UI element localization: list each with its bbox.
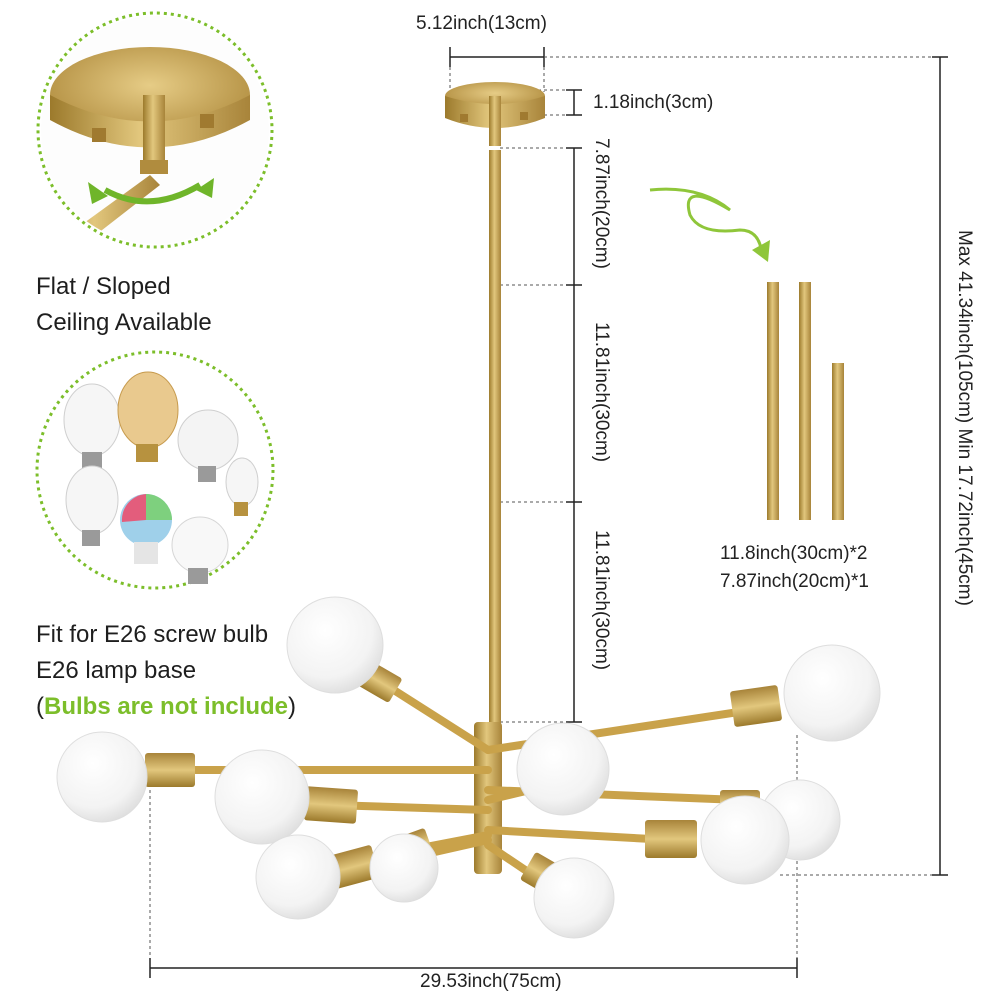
canopy-width-label: 5.12inch(13cm) [416, 13, 547, 34]
rod-3-label: 11.81inch(30cm) [591, 530, 612, 671]
canopy-detail-inset [36, 11, 274, 249]
extension-rods [649, 187, 844, 520]
bulb-note-close: ) [288, 693, 297, 720]
bulb-note-open: ( [36, 693, 44, 720]
rods-included-line2: 7.87inch(20cm)*1 [720, 571, 869, 592]
bulb-note: (Bulbs are not include) [36, 689, 296, 725]
ceiling-line-1: Flat / Sloped [36, 273, 171, 300]
rods-included-line1: 11.8inch(30cm)*2 [720, 543, 868, 564]
bulb-line-1: Fit for E26 screw bulb [36, 621, 269, 648]
rod-1-label: 7.87inch(20cm) [591, 138, 612, 269]
bulb-feature: Fit for E26 screw bulb E26 lamp base (Bu… [36, 617, 296, 725]
bulbs-not-included-text: Bulbs are not include [44, 693, 289, 720]
rod-2-label: 11.81inch(30cm) [591, 322, 612, 463]
canopy-height-label: 1.18inch(3cm) [593, 92, 714, 113]
ceiling-feature: Flat / Sloped Ceiling Available [36, 269, 212, 341]
bulbs-inset [35, 350, 275, 590]
total-height-label: Max 41.34inch(105cm) Min 17.72inch(45cm) [954, 230, 975, 606]
chandelier [56, 82, 881, 939]
bulb-line-2: E26 lamp base [36, 657, 197, 684]
guide-lines [149, 56, 932, 958]
ceiling-line-2: Ceiling Available [36, 309, 212, 336]
dimension-lines [149, 47, 948, 978]
total-width-label: 29.53inch(75cm) [420, 971, 562, 992]
